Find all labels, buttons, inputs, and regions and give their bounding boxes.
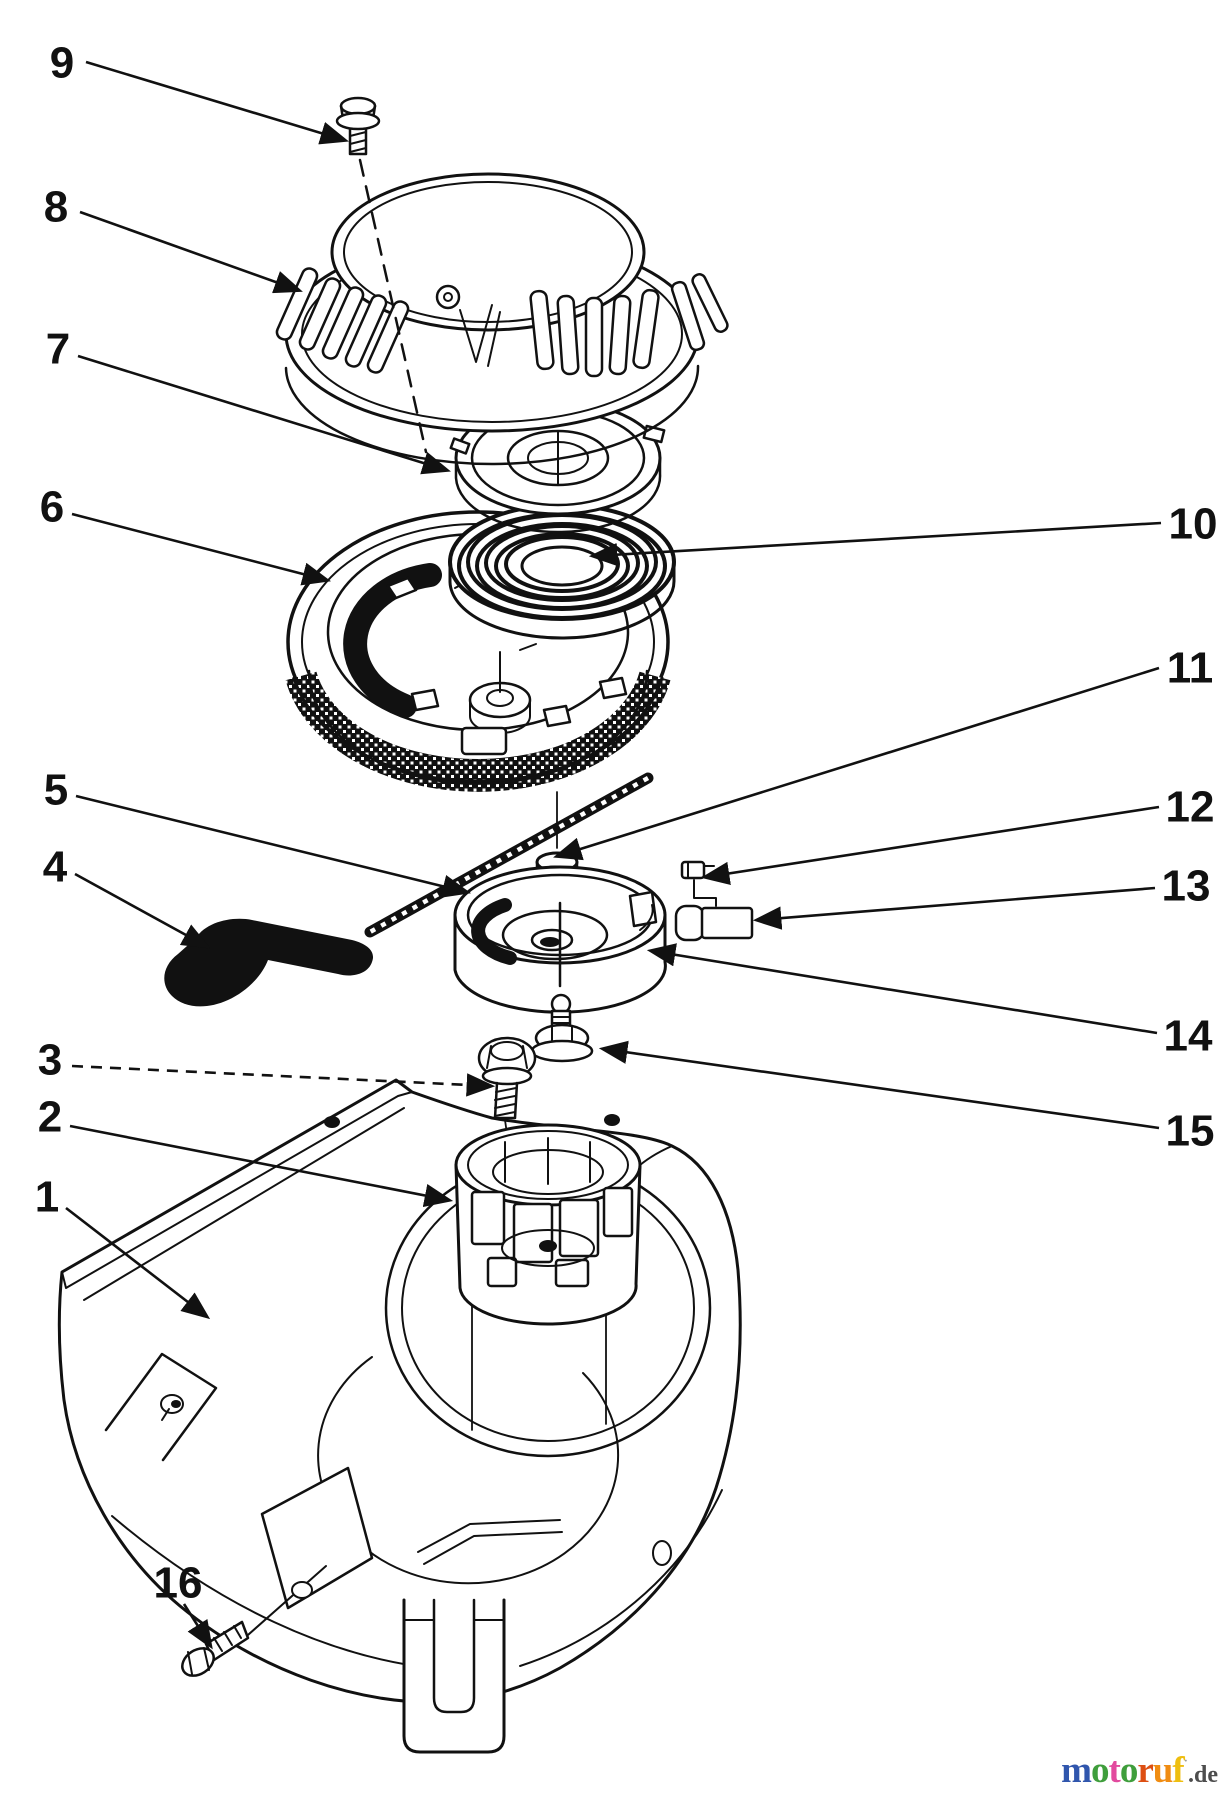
part-label-16: 16 (154, 1559, 203, 1608)
cup-center-hole (539, 1240, 557, 1252)
stud-washer (530, 1039, 594, 1063)
watermark-mark: ˙ (1183, 1756, 1188, 1772)
watermark-letter: o (1090, 1750, 1109, 1791)
leader-line-4 (74, 872, 211, 949)
leader-line-3 (71, 1064, 496, 1097)
part-drawing-recoil-cover (275, 172, 729, 466)
bolt16-hole (291, 1581, 313, 1599)
part-drawing-stud-15 (530, 993, 594, 1063)
watermark-letter: f (1172, 1750, 1184, 1791)
watermark-letter: t (1108, 1750, 1120, 1791)
housing-ridge-line (61, 1091, 413, 1289)
housing-left-flap (104, 1352, 218, 1462)
part-drawing-starter-rope (364, 772, 654, 938)
leader-line-6 (71, 512, 332, 586)
leader-line-15 (598, 1040, 1160, 1130)
part-drawing-pawl-13 (674, 904, 754, 942)
part-label-4: 4 (43, 843, 68, 892)
part-label-15: 15 (1166, 1107, 1215, 1156)
part-drawing-friction-drum (453, 865, 667, 1014)
part-drawing-starter-cup (454, 1123, 642, 1326)
part-label-13: 13 (1162, 862, 1211, 911)
callout-labels-layer: 9 8 7 6 5 4 3 2 1 16 10 11 12 13 14 15 (35, 39, 1218, 1650)
housing-front-panel (260, 1466, 374, 1610)
rope-winding-band (285, 671, 671, 792)
watermark-letter: r (1137, 1750, 1153, 1791)
watermark-letter: m (1061, 1750, 1092, 1791)
part-label-6: 6 (40, 483, 64, 532)
part-drawing-clip-12 (680, 860, 717, 907)
watermark-letter: u (1152, 1750, 1174, 1791)
pulley-ear-tab (449, 437, 471, 455)
leader-line-7 (77, 354, 451, 475)
leader-line-13 (752, 886, 1156, 930)
wheel-bottom-slot (460, 726, 508, 756)
part-label-14: 14 (1164, 1012, 1213, 1061)
leader-line-12 (700, 805, 1160, 885)
part-label-10: 10 (1169, 500, 1218, 549)
housing-scroll-arc (317, 1356, 620, 1585)
flap-hole (171, 1400, 181, 1408)
leader-line-1 (65, 1206, 211, 1320)
part-label-9: 9 (50, 39, 74, 88)
leader-line-16 (182, 1603, 213, 1650)
screw-axis-dashed-line (358, 158, 428, 454)
part-label-11: 11 (1167, 644, 1214, 693)
part-label-1: 1 (35, 1173, 59, 1222)
part-drawing-screw-9 (335, 96, 381, 156)
part-label-7: 7 (46, 325, 70, 374)
part-drawing-bolt-16 (181, 1620, 250, 1677)
housing-bolt-hole (604, 1114, 620, 1126)
watermark-letter: o (1119, 1750, 1138, 1791)
bolt16-axis-line (239, 1565, 327, 1643)
handle-highlight (331, 925, 341, 935)
leader-line-2 (69, 1124, 454, 1207)
watermark-suffix: .de (1188, 1762, 1218, 1788)
leader-line-10 (588, 521, 1162, 567)
housing-oval-hole (652, 1540, 672, 1566)
part-label-2: 2 (38, 1093, 62, 1142)
housing-ridge-line-2 (83, 1107, 405, 1301)
part-drawing-starter-handle (164, 918, 374, 1007)
part-label-12: 12 (1166, 783, 1215, 832)
cover-rope-guide (435, 284, 461, 310)
part-label-5: 5 (44, 766, 68, 815)
leader-line-14 (646, 943, 1158, 1035)
leader-line-11 (553, 666, 1160, 861)
leader-line-8 (79, 210, 303, 294)
cover-vent-slots-left (275, 267, 410, 374)
leader-line-5 (75, 794, 472, 898)
part-label-3: 3 (38, 1036, 62, 1085)
drum-notch-tab (628, 890, 658, 928)
housing-bolt-hole (324, 1116, 340, 1128)
cover-vent-slots-right (529, 273, 729, 378)
part-label-8: 8 (44, 183, 68, 232)
leader-line-9 (85, 60, 349, 145)
motoruf-watermark-logo: motoruf˙.de (1061, 1749, 1218, 1792)
